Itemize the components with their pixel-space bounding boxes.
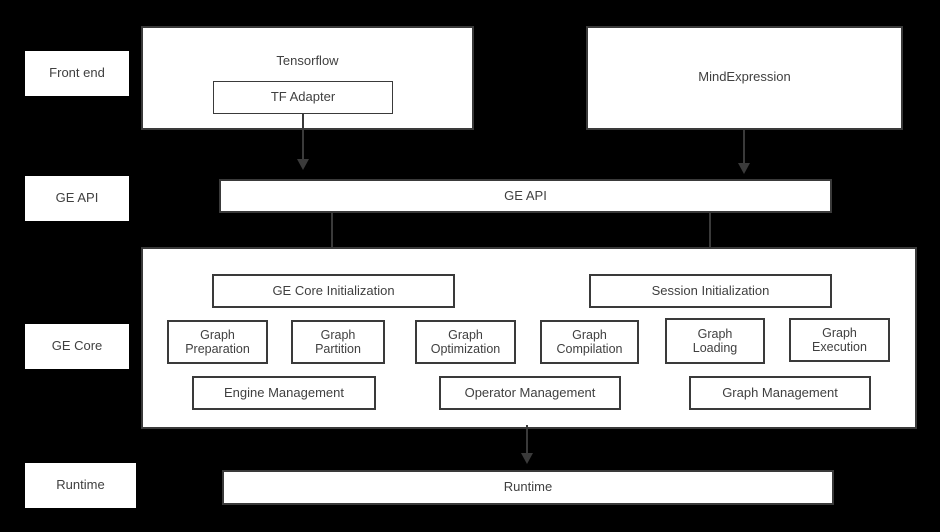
tensorflow-panel: Tensorflow [141, 26, 474, 130]
operator-management-box: Operator Management [439, 376, 621, 410]
tf-adapter-box: TF Adapter [213, 81, 393, 114]
arrow-tf-adapter-to-ge-api-line [302, 114, 304, 165]
session-initialization-box: Session Initialization [589, 274, 832, 308]
graph-optimization-box: Graph Optimization [415, 320, 516, 364]
ge-api-bar: GE API [219, 179, 832, 213]
arrow-ge-api-to-session-init-line [709, 213, 711, 257]
mindexpression-panel: MindExpression [586, 26, 903, 130]
ge-core-initialization-box: GE Core Initialization [212, 274, 455, 308]
arrow-ge-core-to-runtime-head [521, 453, 533, 464]
stage-label-front-end: Front end [25, 51, 129, 96]
arrow-mindexpression-to-ge-api-head [738, 163, 750, 174]
tensorflow-panel-title: Tensorflow [276, 53, 339, 68]
stage-label-ge-core: GE Core [25, 324, 129, 369]
arrow-ge-core-to-runtime-line [526, 425, 528, 458]
engine-management-box: Engine Management [192, 376, 376, 410]
graph-preparation-box: Graph Preparation [167, 320, 268, 364]
graph-loading-box: Graph Loading [665, 318, 765, 364]
graph-compilation-box: Graph Compilation [540, 320, 639, 364]
arrow-mindexpression-to-ge-api-line [743, 130, 745, 168]
graph-management-box: Graph Management [689, 376, 871, 410]
graph-execution-box: Graph Execution [789, 318, 890, 362]
arrow-ge-api-to-ge-core-init-line [331, 213, 333, 257]
mindexpression-panel-title: MindExpression [698, 69, 791, 84]
arrow-tf-adapter-to-ge-api-head [297, 159, 309, 170]
stage-label-runtime: Runtime [25, 463, 136, 508]
stage-label-ge-api: GE API [25, 176, 129, 221]
graph-partition-box: Graph Partition [291, 320, 385, 364]
runtime-bar: Runtime [222, 470, 834, 505]
